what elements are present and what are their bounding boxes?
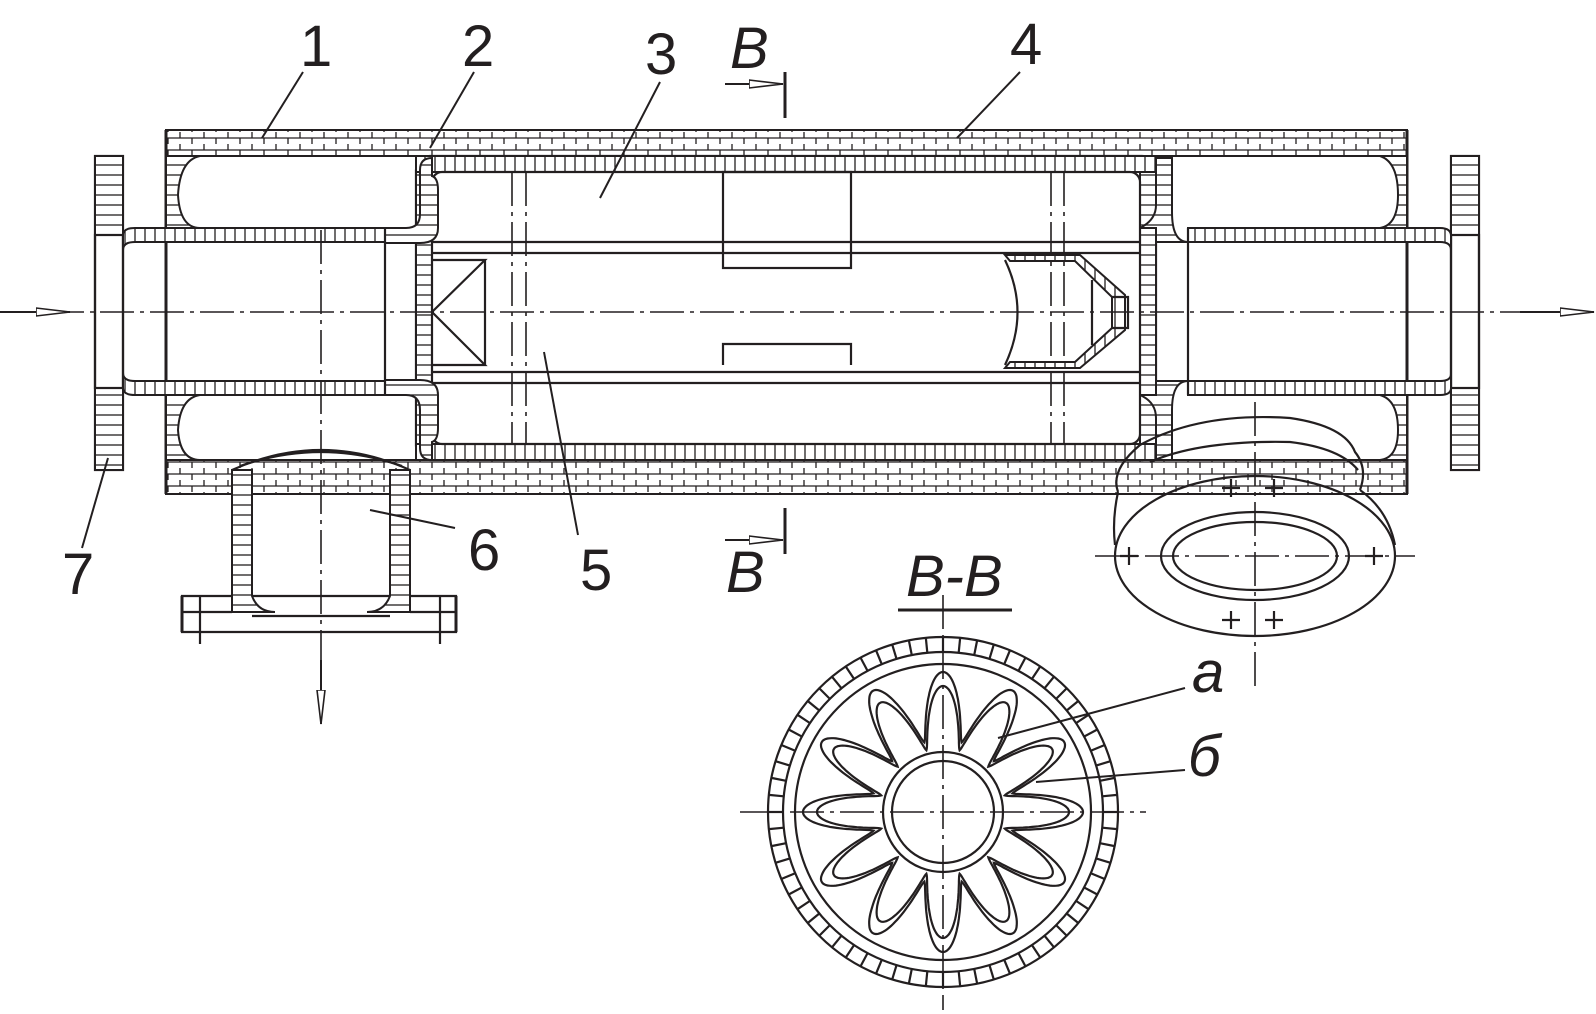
section-mark-bottom bbox=[725, 508, 787, 554]
ring-tick bbox=[1095, 760, 1111, 767]
oval-nozzle bbox=[1095, 402, 1415, 690]
ring-tick bbox=[1030, 665, 1042, 680]
ring-tick bbox=[1075, 713, 1090, 725]
ring-tick bbox=[957, 637, 962, 653]
ring-tick bbox=[818, 924, 831, 937]
ring-tick bbox=[1102, 793, 1118, 798]
ring-tick bbox=[1099, 842, 1115, 848]
ring-tick bbox=[1083, 728, 1098, 738]
ring-tick bbox=[875, 959, 883, 975]
right-flange bbox=[1139, 154, 1481, 472]
ring-tick bbox=[891, 964, 898, 980]
section-label-bottom: B bbox=[726, 540, 765, 605]
ring-tick bbox=[780, 744, 796, 752]
ring-tick bbox=[1095, 857, 1111, 864]
ring-tick bbox=[1090, 872, 1106, 880]
ring-tick bbox=[1055, 687, 1068, 700]
ring-tick bbox=[1043, 676, 1055, 690]
ring-tick bbox=[891, 644, 898, 660]
ring-tick bbox=[768, 826, 784, 831]
label-6: 6 bbox=[468, 518, 500, 583]
ring-tick bbox=[788, 728, 803, 738]
ring-tick bbox=[844, 944, 856, 959]
ring-tick bbox=[1102, 826, 1118, 831]
ring-tick bbox=[771, 842, 787, 848]
label-4: 4 bbox=[1010, 12, 1042, 77]
label-b: б bbox=[1188, 724, 1223, 789]
section-title: B-B bbox=[906, 544, 1003, 609]
top-lining bbox=[165, 129, 1408, 157]
left-flange bbox=[93, 154, 386, 472]
section-view-b-b bbox=[740, 595, 1146, 1010]
ring-tick bbox=[924, 971, 929, 987]
ring-tick bbox=[780, 872, 796, 880]
ring-tick bbox=[831, 934, 843, 948]
label-3: 3 bbox=[645, 22, 677, 87]
ring-tick bbox=[775, 760, 791, 767]
ring-tick bbox=[875, 649, 883, 665]
label-5: 5 bbox=[580, 538, 612, 603]
ring-tick bbox=[1055, 924, 1068, 937]
ring-tick bbox=[1003, 649, 1011, 665]
label-7: 7 bbox=[62, 542, 94, 607]
ring-tick bbox=[973, 968, 979, 984]
ring-tick bbox=[924, 637, 929, 653]
ring-tick bbox=[907, 968, 913, 984]
ring-tick bbox=[807, 912, 821, 924]
ring-tick bbox=[771, 776, 787, 782]
ring-tick bbox=[1065, 912, 1079, 924]
ring-tick bbox=[1065, 700, 1079, 712]
ring-tick bbox=[1090, 744, 1106, 752]
ring-tick bbox=[788, 886, 803, 896]
ring-tick bbox=[796, 899, 811, 911]
label-2: 2 bbox=[462, 14, 494, 79]
ring-tick bbox=[1017, 952, 1027, 967]
ring-tick bbox=[988, 964, 995, 980]
section-label-top: B bbox=[730, 16, 769, 81]
ring-tick bbox=[859, 952, 869, 967]
ring-tick bbox=[1083, 886, 1098, 896]
inner-shell bbox=[414, 154, 1158, 462]
ring-tick bbox=[796, 713, 811, 725]
ring-tick bbox=[1099, 776, 1115, 782]
ring-tick bbox=[973, 640, 979, 656]
ring-tick bbox=[988, 644, 995, 660]
ring-tick bbox=[907, 640, 913, 656]
label-a: a bbox=[1192, 640, 1224, 705]
label-1: 1 bbox=[300, 14, 332, 79]
ring-tick bbox=[818, 687, 831, 700]
ring-tick bbox=[1017, 657, 1027, 672]
ring-tick bbox=[844, 665, 856, 680]
ring-tick bbox=[768, 793, 784, 798]
leader-lines bbox=[81, 71, 1186, 783]
bottom-lining bbox=[165, 459, 1408, 495]
ring-tick bbox=[1003, 959, 1011, 975]
ring-tick bbox=[859, 657, 869, 672]
outlet-nozzle bbox=[180, 448, 458, 644]
ring-tick bbox=[831, 676, 843, 690]
ring-tick bbox=[775, 857, 791, 864]
ring-tick bbox=[1030, 944, 1042, 959]
ring-tick bbox=[1075, 899, 1090, 911]
ring-tick bbox=[1043, 934, 1055, 948]
ring-tick bbox=[957, 971, 962, 987]
ring-tick bbox=[807, 700, 821, 712]
section-mark-top bbox=[725, 72, 787, 118]
